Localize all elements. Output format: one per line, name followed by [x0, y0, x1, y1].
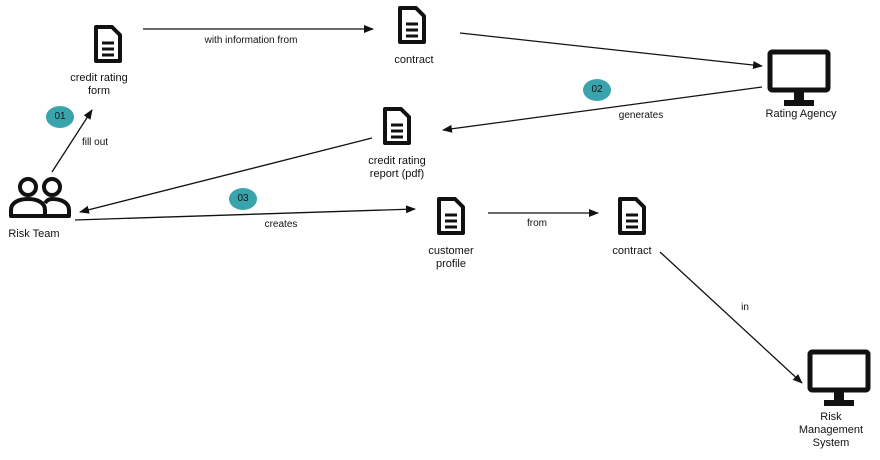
arrow-contract-to-rating-agency	[459, 32, 763, 69]
edge-label-creates: creates	[264, 219, 298, 230]
contract-top-label: contract	[394, 54, 434, 66]
arrow-contract-to-risk-management	[659, 251, 803, 384]
customer-profile-label: customer profile	[428, 245, 474, 270]
arrow-rating-agency-to-report	[442, 86, 763, 133]
edge-label-fill-out: fill out	[81, 137, 109, 148]
monitor-icon	[770, 52, 828, 106]
contract-mid-label: contract	[612, 245, 652, 257]
document-icon	[94, 25, 122, 63]
credit-rating-form-label: credit rating form	[70, 72, 128, 97]
users-icon	[9, 177, 71, 218]
document-icon	[398, 6, 426, 44]
arrow-risk-team-to-form	[51, 109, 93, 173]
arrow-report-to-risk-team	[79, 137, 373, 214]
step-badge-02: 02	[583, 79, 611, 101]
edge-label-in: in	[741, 302, 749, 313]
arrow-risk-team-to-customer-profile	[74, 205, 416, 221]
edge-label-generates: generates	[618, 110, 664, 121]
rating-agency-label: Rating Agency	[765, 108, 837, 120]
monitor-icon	[810, 352, 868, 406]
document-icon	[437, 197, 465, 235]
risk-team-label: Risk Team	[8, 228, 60, 240]
risk-management-system-label: Risk Management System	[798, 411, 864, 449]
step-badge-01: 01	[46, 106, 74, 128]
edge-label-with-information-from: with information from	[204, 35, 298, 46]
edge-label-from: from	[527, 218, 547, 229]
credit-rating-report-label: credit rating report (pdf)	[368, 155, 426, 180]
document-icon	[383, 107, 411, 145]
document-icon	[618, 197, 646, 235]
step-badge-03: 03	[229, 188, 257, 210]
